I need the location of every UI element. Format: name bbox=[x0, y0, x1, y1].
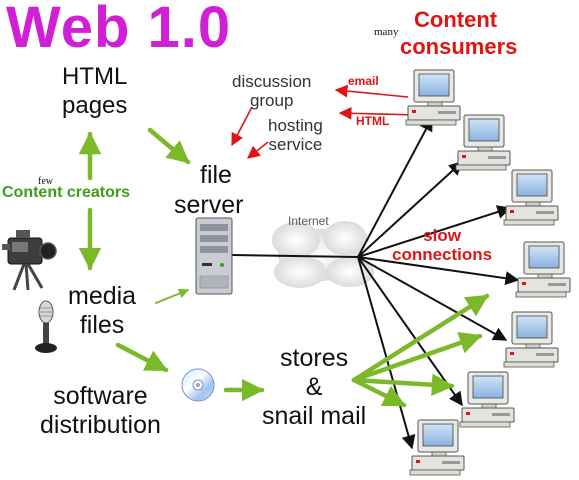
desktop-computer-icon bbox=[409, 419, 465, 476]
content-flow-arrows bbox=[78, 127, 490, 408]
file-server-label: file server bbox=[174, 161, 244, 219]
content-creators-label: Content creators bbox=[2, 184, 131, 201]
microphone-icon bbox=[35, 300, 57, 353]
html-pages-label: HTML pages bbox=[62, 63, 128, 119]
content-consumers-label: Content consumers bbox=[400, 7, 518, 59]
many-label: many bbox=[374, 26, 399, 38]
red-arrows bbox=[231, 84, 419, 159]
hosting-service-label: hosting service bbox=[268, 116, 323, 154]
video-camera-icon bbox=[2, 230, 57, 291]
desktop-computer-icon bbox=[455, 114, 511, 171]
consumer-computers bbox=[405, 69, 571, 476]
discussion-group-label: discussion group bbox=[232, 72, 312, 110]
desktop-computer-icon bbox=[515, 241, 571, 298]
internet-cloud-icon bbox=[272, 221, 374, 288]
desktop-computer-icon bbox=[405, 69, 461, 126]
media-files-label: media files bbox=[68, 282, 137, 339]
slow-connections-label: slow connections bbox=[392, 226, 493, 264]
few-label: few bbox=[38, 176, 53, 187]
internet-label: Internet bbox=[288, 214, 329, 228]
email-tag: email bbox=[348, 74, 379, 88]
server-tower-icon bbox=[195, 217, 233, 295]
stores-snail-mail-label: stores & snail mail bbox=[262, 344, 367, 430]
page-title: Web 1.0 bbox=[6, 0, 232, 60]
desktop-computer-icon bbox=[503, 311, 559, 368]
desktop-computer-icon bbox=[459, 371, 515, 428]
desktop-computer-icon bbox=[503, 169, 559, 226]
internet-connections bbox=[231, 116, 520, 450]
software-distribution-label: software distribution bbox=[40, 382, 161, 439]
html-tag: HTML bbox=[356, 114, 390, 128]
cd-disc-icon bbox=[181, 368, 215, 402]
